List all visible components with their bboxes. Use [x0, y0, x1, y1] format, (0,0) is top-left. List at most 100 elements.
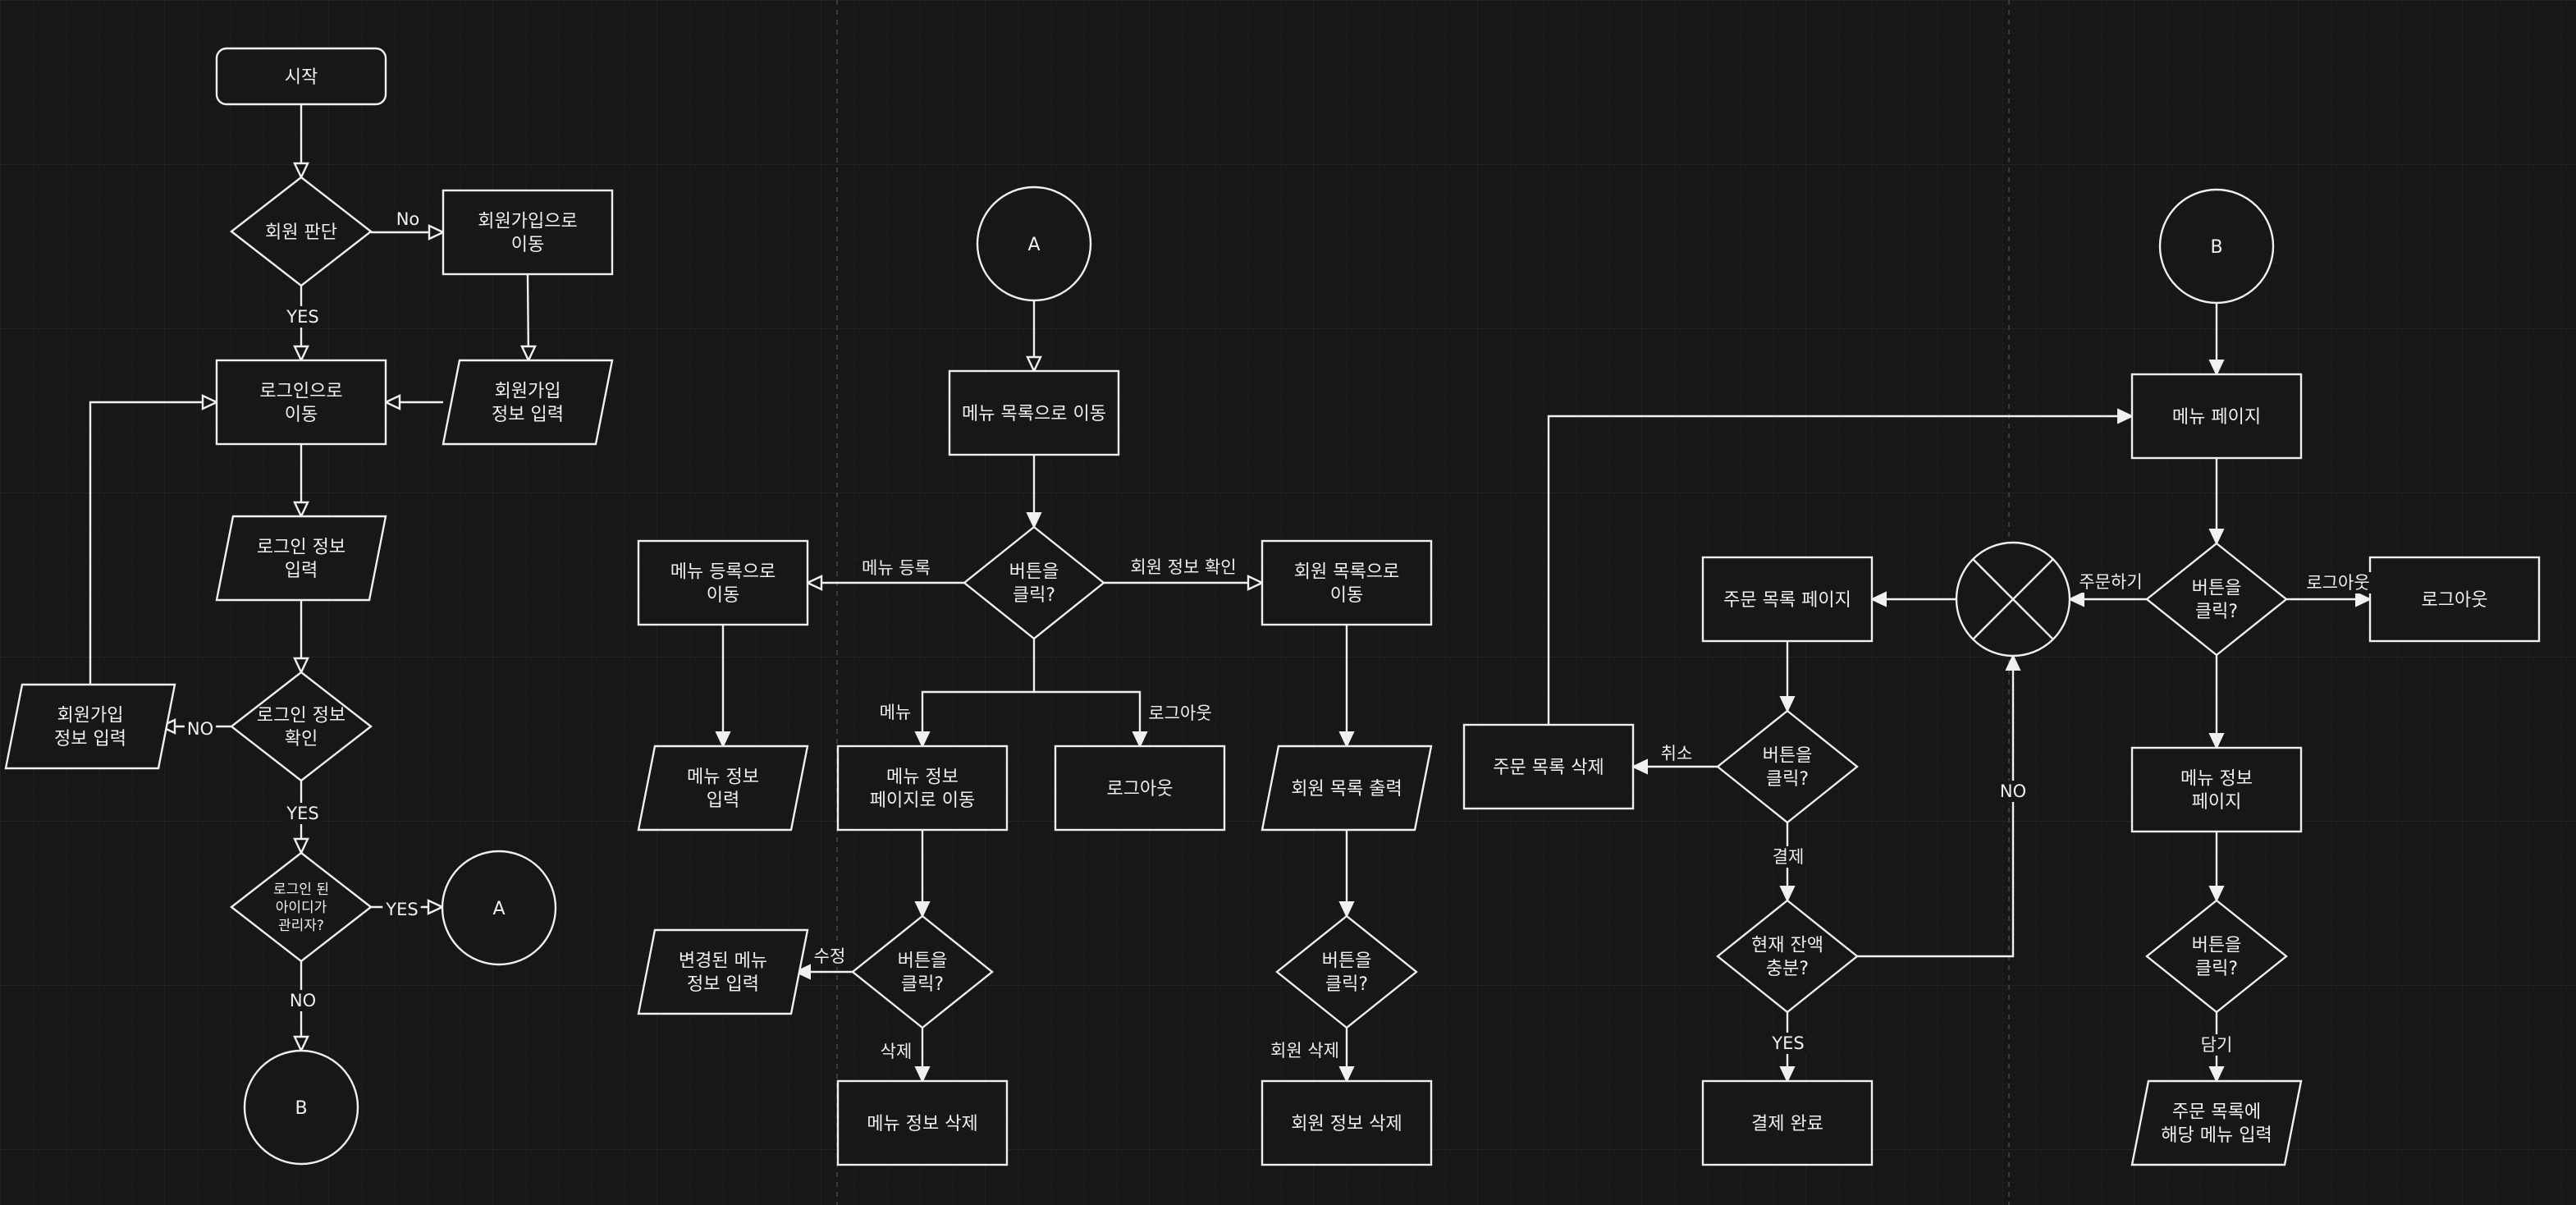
edge-label-yes-admin: YES — [385, 900, 418, 919]
edge-label-no-balance: NO — [2000, 781, 2026, 801]
input-parallelogram — [1261, 745, 1433, 832]
edge-label-bg — [1768, 1033, 1807, 1054]
edge-label-bg — [184, 718, 217, 740]
connector-line — [89, 401, 217, 685]
decision-diamond — [2145, 899, 2288, 1014]
arrowhead — [2355, 591, 2372, 607]
arrowhead — [1338, 1066, 1355, 1084]
decision-diamond — [230, 671, 373, 782]
edge-label-bg — [1268, 1040, 1342, 1061]
arrowhead — [1631, 758, 1648, 775]
arrowhead — [2208, 529, 2225, 546]
process-box — [2368, 556, 2541, 643]
edge-label-bg — [1128, 557, 1239, 578]
process-box — [948, 369, 1120, 456]
edge-label-order: 주문하기 — [2079, 572, 2142, 592]
connector-line — [1547, 415, 2132, 725]
arrowhead — [1779, 696, 1796, 713]
process-box — [1054, 745, 1226, 832]
node-label: 메뉴 페이지 — [2172, 407, 2261, 428]
arrowhead — [2208, 886, 2225, 903]
node-label: B — [2210, 237, 2222, 258]
edge-label-edit: 수정 — [814, 946, 846, 966]
arrowhead — [383, 394, 401, 410]
edge-label-no-left: NO — [187, 719, 213, 739]
process-box — [215, 359, 387, 446]
node-label: 회원 판단 — [265, 222, 337, 243]
node-order-list-delete: 주문 목록 삭제 — [1462, 723, 1635, 810]
input-parallelogram — [2130, 1079, 2303, 1166]
edge-label-logout-right: 로그아웃 — [2306, 573, 2369, 593]
edge-label-put: 담기 — [2201, 1035, 2233, 1055]
node-conn-a-left: A — [441, 850, 557, 966]
node-label: B — [295, 1098, 307, 1119]
node-label: 결제 완료 — [1751, 1114, 1823, 1134]
process-box — [836, 745, 1009, 832]
arrowhead — [293, 837, 309, 855]
node-logout-1: 로그아웃 — [1054, 745, 1226, 832]
edge-label-bg — [1997, 781, 2029, 802]
arrowhead — [1338, 901, 1355, 919]
node-payment-done: 결제 완료 — [1701, 1079, 1874, 1166]
input-parallelogram — [637, 928, 809, 1015]
edge-label-bg — [382, 899, 421, 920]
arrowhead — [715, 731, 731, 749]
node-member-delete: 회원 정보 삭제 — [1261, 1079, 1433, 1166]
decision-diamond — [851, 914, 994, 1029]
node-logout-2: 로그아웃 — [2368, 556, 2541, 643]
arrowhead — [805, 575, 823, 591]
edge-label-bg — [286, 990, 319, 1011]
node-member-check: 회원 판단 — [230, 176, 373, 287]
connector-line — [921, 639, 1036, 746]
edge-label-yes-admin-check: YES — [286, 804, 318, 823]
edge-label-member-info: 회원 정보 확인 — [1130, 557, 1236, 577]
input-parallelogram — [215, 515, 387, 602]
node-label: 회원 정보 삭제 — [1291, 1114, 1402, 1134]
connector-circle — [2158, 188, 2275, 305]
decision-diamond — [230, 176, 373, 287]
edge-label-cancel: 취소 — [1661, 744, 1693, 763]
edge-label-yes-login: YES — [286, 307, 318, 327]
arrowhead — [2208, 1066, 2225, 1084]
arrowhead — [520, 345, 537, 363]
node-label: A — [492, 899, 505, 919]
process-box — [1261, 539, 1433, 626]
arrowhead — [2117, 408, 2134, 424]
terminator-box — [215, 47, 387, 106]
edge-label-member-delete: 회원 삭제 — [1270, 1041, 1339, 1061]
node-conn-b: B — [2158, 188, 2275, 305]
arrowhead — [1247, 575, 1265, 591]
arrowhead — [427, 899, 445, 915]
edge-label-delete: 삭제 — [881, 1042, 913, 1061]
edge-label-logout: 로그아웃 — [1148, 703, 1211, 723]
decision-diamond — [1275, 914, 1418, 1029]
node-order-list-page: 주문 목록 페이지 — [1701, 556, 1874, 643]
arrowhead — [293, 501, 309, 519]
arrowhead — [794, 964, 811, 980]
arrowhead — [914, 731, 931, 749]
